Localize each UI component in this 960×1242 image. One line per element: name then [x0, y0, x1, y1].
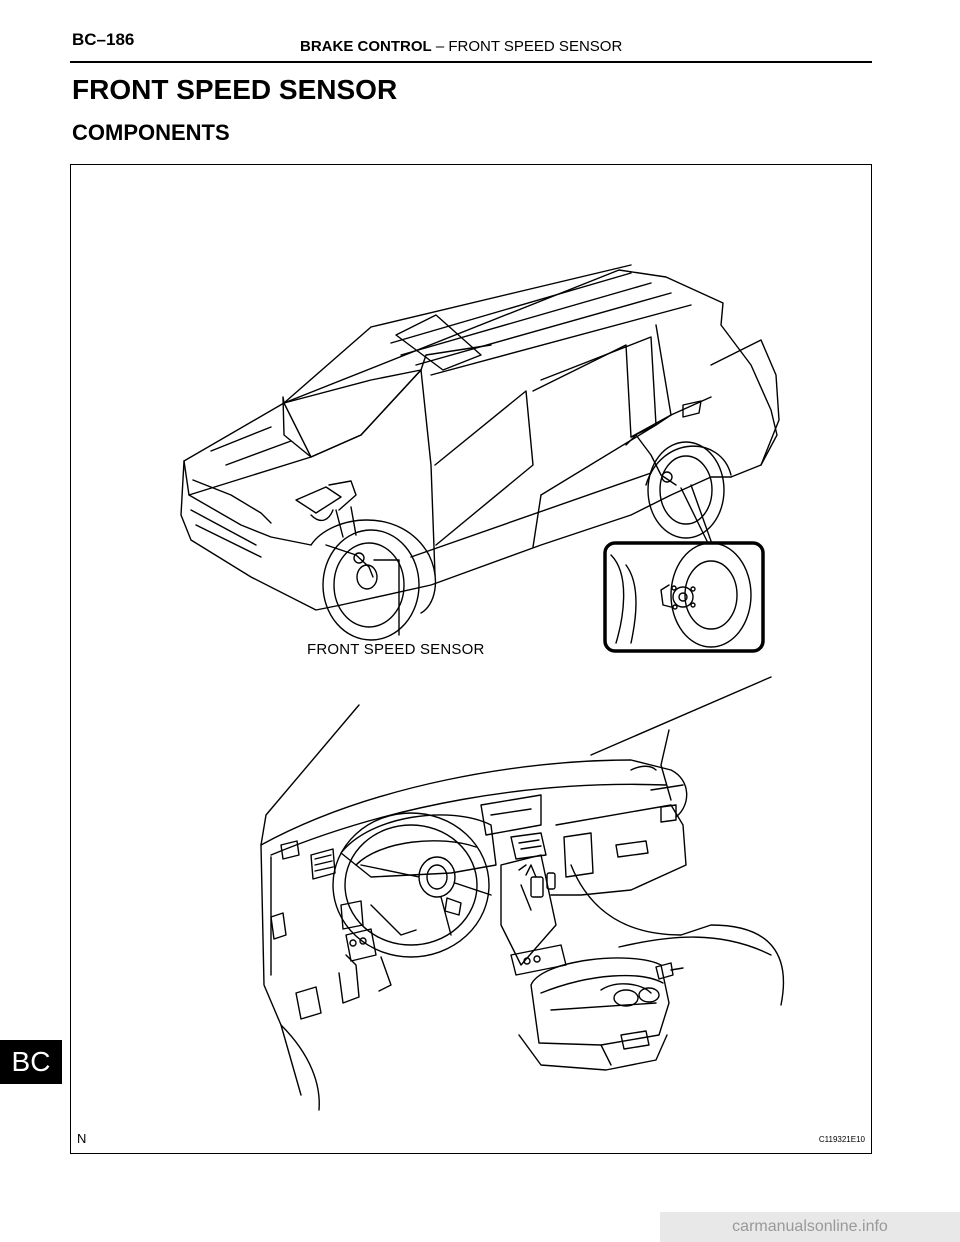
header-separator: –	[435, 38, 445, 55]
footer-watermark: carmanualsonline.info	[660, 1212, 960, 1242]
components-figure: FRONT SPEED SENSOR N C119321E10	[70, 164, 872, 1154]
section-title: COMPONENTS	[72, 120, 230, 145]
page-title: FRONT SPEED SENSOR	[72, 74, 398, 105]
detail-inset	[603, 541, 765, 653]
dashboard-drawing	[260, 676, 785, 1111]
front-speed-sensor-callout: FRONT SPEED SENSOR	[307, 641, 485, 658]
section-side-tab: BC	[0, 1040, 62, 1084]
header-title: BRAKE CONTROL – FRONT SPEED SENSOR	[300, 38, 622, 55]
vehicle-drawing	[180, 264, 780, 641]
components-illustration	[180, 264, 785, 1111]
figure-code: C119321E10	[818, 1135, 865, 1144]
page-number: BC–186	[72, 30, 135, 49]
header-rule	[70, 61, 872, 63]
header-section: BRAKE CONTROL	[300, 38, 432, 55]
figure-corner-letter: N	[77, 1131, 87, 1146]
header-topic: FRONT SPEED SENSOR	[448, 38, 623, 55]
